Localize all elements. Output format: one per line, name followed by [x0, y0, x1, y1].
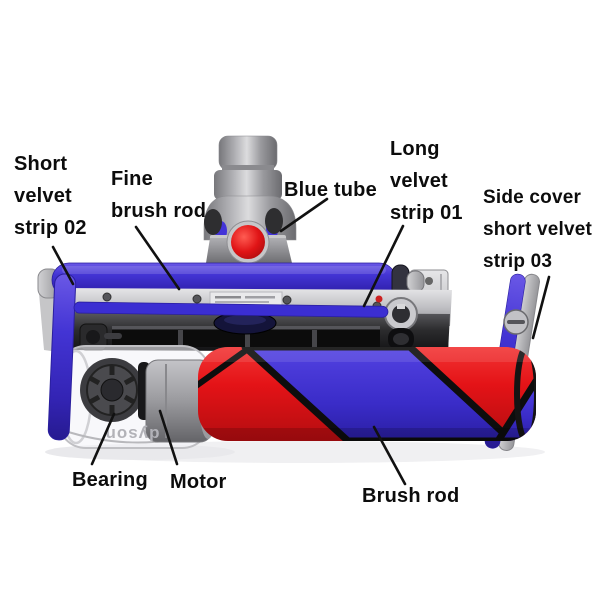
leader-bearing — [90, 412, 116, 466]
leader-long-velvet-strip-01 — [362, 224, 405, 308]
leader-side-cover — [531, 275, 551, 340]
bearing-part — [80, 358, 150, 422]
label-bearing: Bearing — [72, 464, 148, 496]
label-line: Blue tube — [284, 179, 377, 201]
label-line: strip 03 — [483, 251, 553, 272]
label-line: short velvet — [483, 219, 593, 240]
label-line: Bearing — [72, 469, 148, 491]
label-line: brush rod — [111, 200, 207, 222]
leader-motor — [158, 409, 179, 466]
label-line: Long — [390, 138, 440, 160]
label-sticker — [209, 291, 283, 308]
label-line: Short — [14, 153, 68, 175]
label-line: Side cover — [483, 187, 582, 208]
thin-velvet-strip — [73, 295, 389, 318]
connector-neck — [203, 135, 297, 264]
red-release-button — [226, 220, 270, 264]
label-line: strip 01 — [390, 202, 463, 224]
label-line: Brush rod — [362, 485, 460, 507]
leader-brush-rod — [372, 425, 407, 486]
side-cover-screw — [503, 309, 529, 335]
left-velvet-strip — [47, 273, 77, 441]
label-line: velvet — [14, 185, 72, 207]
label-long-velvet-strip-01: Long velvet strip 01 — [390, 133, 463, 229]
label-line: strip 02 — [14, 217, 87, 239]
pivot-and-wheel — [384, 297, 418, 350]
label-motor: Motor — [170, 466, 227, 498]
label-fine-brush-rod: Fine brush rod — [111, 163, 206, 227]
transparent-housing: dyson — [57, 345, 217, 449]
label-line: Fine — [111, 168, 153, 190]
cleaner-head-body — [37, 262, 452, 353]
brand-text: dyson — [104, 425, 159, 444]
label-short-velvet-strip-02: Short velvet strip 02 — [14, 148, 87, 244]
brush-rod-roller — [198, 347, 536, 441]
leader-short-velvet-strip-02 — [51, 245, 75, 286]
label-brush-rod: Brush rod — [362, 480, 459, 512]
label-blue-tube: Blue tube — [284, 174, 377, 206]
leader-blue-tube — [279, 197, 329, 233]
leader-fine-brush-rod — [134, 225, 181, 291]
label-line: velvet — [390, 170, 448, 192]
suction-channel — [62, 297, 450, 352]
label-side-cover-short-velvet-strip-03: Side cover short velvet strip 03 — [483, 182, 592, 278]
leader-lines — [51, 197, 551, 486]
label-line: Motor — [170, 471, 227, 493]
